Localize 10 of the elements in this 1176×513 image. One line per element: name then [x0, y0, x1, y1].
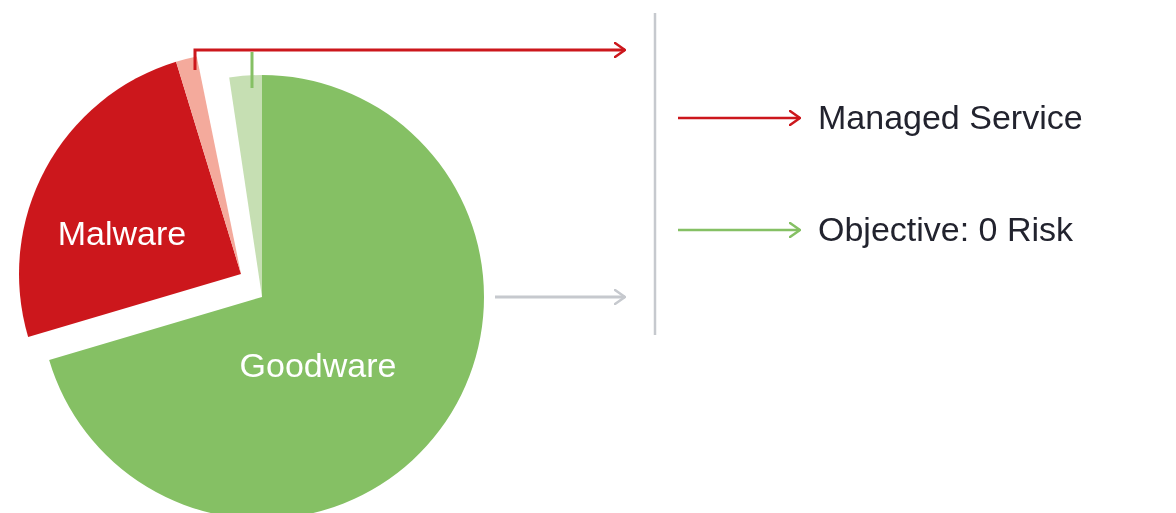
- slice-label: Malware: [57, 214, 187, 252]
- pie-slice: [19, 61, 241, 338]
- connector-line: [250, 52, 254, 88]
- legend-label: Objective: 0 Risk: [818, 209, 1074, 249]
- pie-slice: [49, 75, 484, 513]
- slice-label: Goodware: [239, 346, 397, 384]
- arrow: [193, 41, 627, 70]
- legend-label: Managed Service: [818, 97, 1083, 137]
- pie-sliver: [229, 75, 262, 297]
- arrow: [495, 288, 627, 306]
